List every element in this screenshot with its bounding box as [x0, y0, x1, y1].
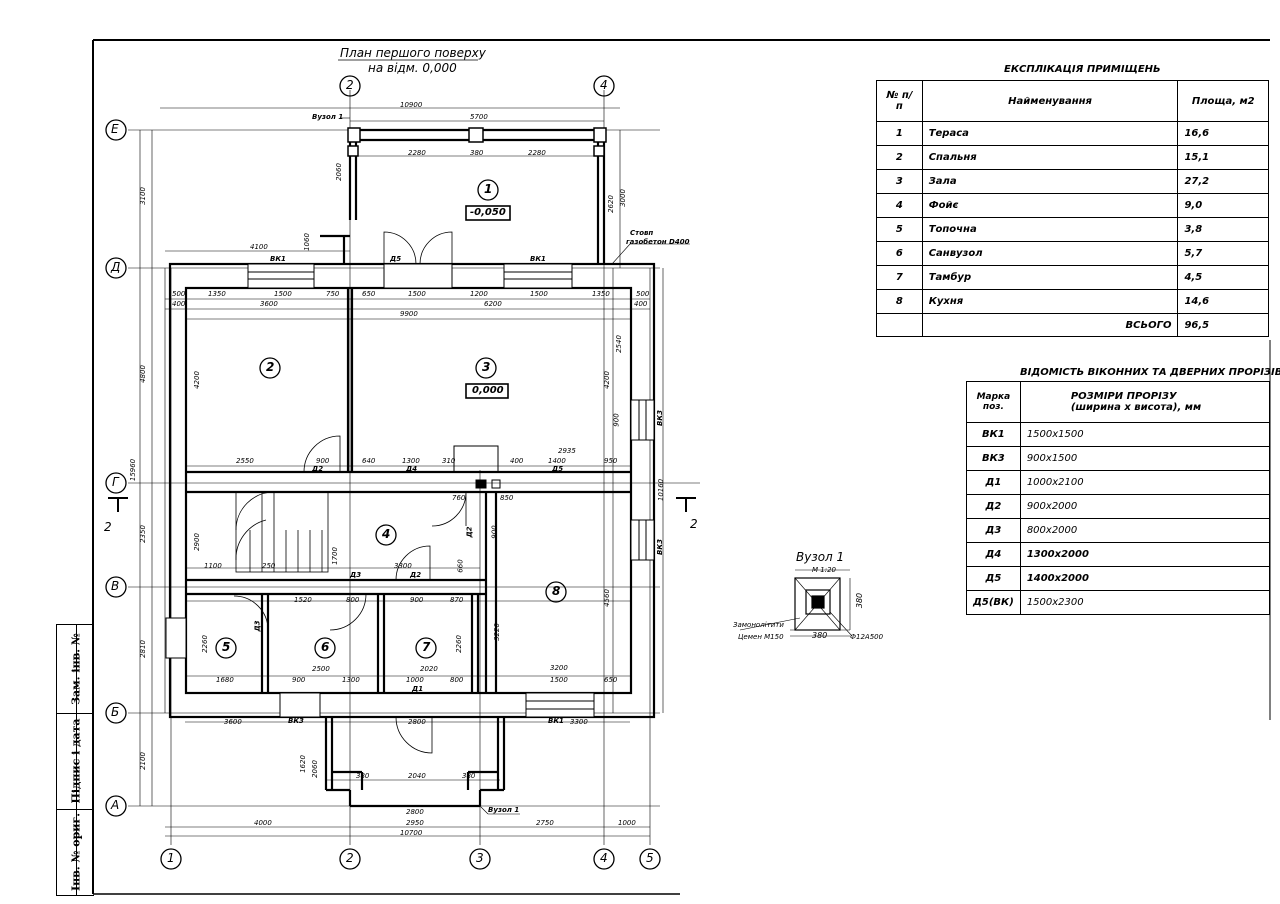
cell-mark: Д4 [966, 542, 1021, 567]
knot-dim: 380 [812, 631, 828, 640]
table-total-row: ВСЬОГО 96,5 [876, 313, 1269, 337]
header-line: РОЗМІРИ ПРОРІЗУ [1070, 391, 1177, 402]
knot-note: Замонолітити [733, 621, 784, 629]
cell-mark: Д1 [966, 470, 1021, 495]
cell-mark: Д3 [966, 518, 1021, 543]
knot-scale: М 1:20 [812, 566, 836, 574]
cell-number: 6 [876, 241, 923, 266]
cell-name: Тамбур [921, 265, 1179, 290]
header-cell: Найменування [921, 80, 1179, 122]
knot-dim-vertical: 380 [855, 592, 865, 609]
cell-area: 14,6 [1177, 289, 1269, 314]
cell-number: 8 [876, 289, 923, 314]
header-cell: Марка поз. [966, 381, 1021, 423]
cell-area: 15,1 [1177, 145, 1269, 170]
cell-area: 16,6 [1177, 121, 1269, 146]
cell-name: Кухня [921, 289, 1179, 314]
cell-mark: ВК3 [966, 446, 1021, 471]
cell-number: 7 [876, 265, 923, 290]
table-header-row: Марка поз. РОЗМІРИ ПРОРІЗУ (ширина х вис… [966, 381, 1271, 423]
cell-size: 900x2000 [1019, 494, 1271, 519]
stamp-column: Зам. інв. № Підпис і дата Інв. № ориг. [56, 624, 94, 896]
header-cell: № п/п [876, 80, 923, 122]
cell-size: 900x1500 [1019, 446, 1271, 471]
plan-subtitle: на відм. 0,000 [368, 61, 457, 75]
stamp-cell: Підпис і дата [57, 713, 94, 810]
cell-name: Санвузол [921, 241, 1179, 266]
openings-table: Марка поз. РОЗМІРИ ПРОРІЗУ (ширина х вис… [966, 381, 1271, 615]
knot-title: Вузол 1 [796, 550, 845, 564]
cell-area: 5,7 [1177, 241, 1269, 266]
cell-number: 1 [876, 121, 923, 146]
knot-rebar: Ф12А500 [850, 633, 884, 641]
cell-number: 5 [876, 217, 923, 242]
explication-title: ЕКСПЛІКАЦІЯ ПРИМІЩЕНЬ [1004, 64, 1161, 75]
openings-title: ВІДОМІСТЬ ВІКОННИХ ТА ДВЕРНИХ ПРОРІЗІВ [1020, 367, 1280, 378]
total-label: ВСЬОГО [921, 313, 1179, 337]
stamp-cell: Зам. інв. № [57, 625, 94, 714]
cell-size: 1500x2300 [1019, 590, 1271, 615]
cell-area: 9,0 [1177, 193, 1269, 218]
table-header-row: № п/п Найменування Площа, м2 [876, 80, 1269, 122]
cell-name: Топочна [921, 217, 1179, 242]
cell-name: Тераса [921, 121, 1179, 146]
knot-note: Цемен М150 [738, 633, 784, 641]
cell-mark: Д5(ВК) [966, 590, 1021, 615]
header-cell: Площа, м2 [1177, 80, 1269, 122]
cell-name: Спальня [921, 145, 1179, 170]
header-line: (ширина х висота), мм [1070, 402, 1202, 413]
cell-mark: Д2 [966, 494, 1021, 519]
plan-title: План першого поверху [340, 46, 486, 60]
cell-size: 1500x1500 [1019, 422, 1271, 447]
cell-mark: Д5 [966, 566, 1021, 591]
cell-size: 1000x2100 [1019, 470, 1271, 495]
cell-mark: ВК1 [966, 422, 1021, 447]
cell-number: 4 [876, 193, 923, 218]
table-row: Д5(ВК)1500x2300 [966, 590, 1271, 615]
total-value: 96,5 [1177, 313, 1269, 337]
cell-name: Фойє [921, 193, 1179, 218]
cell-area: 27,2 [1177, 169, 1269, 194]
cell-empty [876, 313, 923, 337]
cell-size: 1400x2000 [1019, 566, 1271, 591]
cell-size: 800x2000 [1019, 518, 1271, 543]
cell-area: 3,8 [1177, 217, 1269, 242]
cell-number: 3 [876, 169, 923, 194]
cell-size: 1300x2000 [1019, 542, 1271, 567]
header-cell: РОЗМІРИ ПРОРІЗУ (ширина х висота), мм [1019, 381, 1271, 423]
cell-number: 2 [876, 145, 923, 170]
cell-area: 4,5 [1177, 265, 1269, 290]
cell-name: Зала [921, 169, 1179, 194]
